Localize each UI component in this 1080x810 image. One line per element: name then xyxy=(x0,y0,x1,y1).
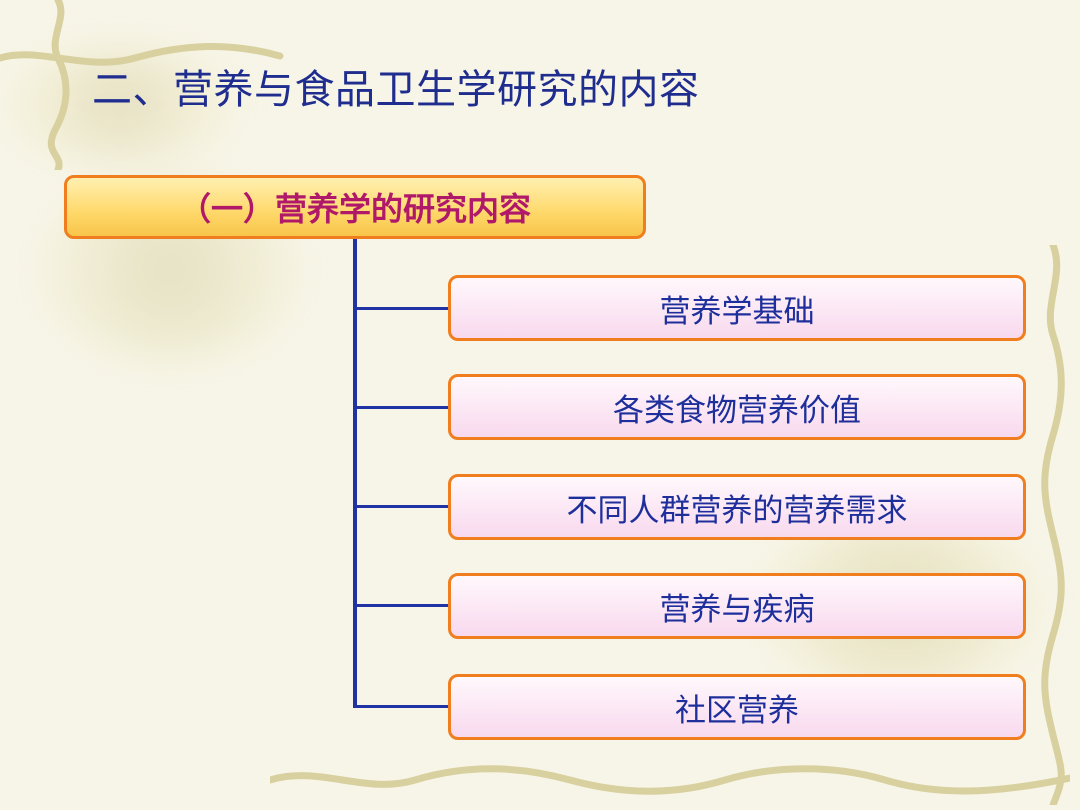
child-node-food-nutrition-value: 各类食物营养价值 xyxy=(448,374,1026,440)
connector-branch-1 xyxy=(353,307,448,310)
child-node-nutrition-basics: 营养学基础 xyxy=(448,275,1026,341)
child-node-group-needs: 不同人群营养的营养需求 xyxy=(448,474,1026,540)
right-vine xyxy=(1041,245,1065,805)
connector-branch-2 xyxy=(353,406,448,409)
root-node: （一）营养学的研究内容 xyxy=(64,175,646,239)
connector-branch-5 xyxy=(353,705,448,708)
background-blob-top xyxy=(0,50,240,160)
vertical-connector xyxy=(353,239,357,708)
connector-branch-3 xyxy=(353,505,448,508)
slide-title: 二、营养与食品卫生学研究的内容 xyxy=(92,67,700,113)
child-node-community-nutrition: 社区营养 xyxy=(448,674,1026,740)
child-node-nutrition-disease: 营养与疾病 xyxy=(448,573,1026,639)
connector-branch-4 xyxy=(353,604,448,607)
bottom-vine xyxy=(270,765,1070,795)
